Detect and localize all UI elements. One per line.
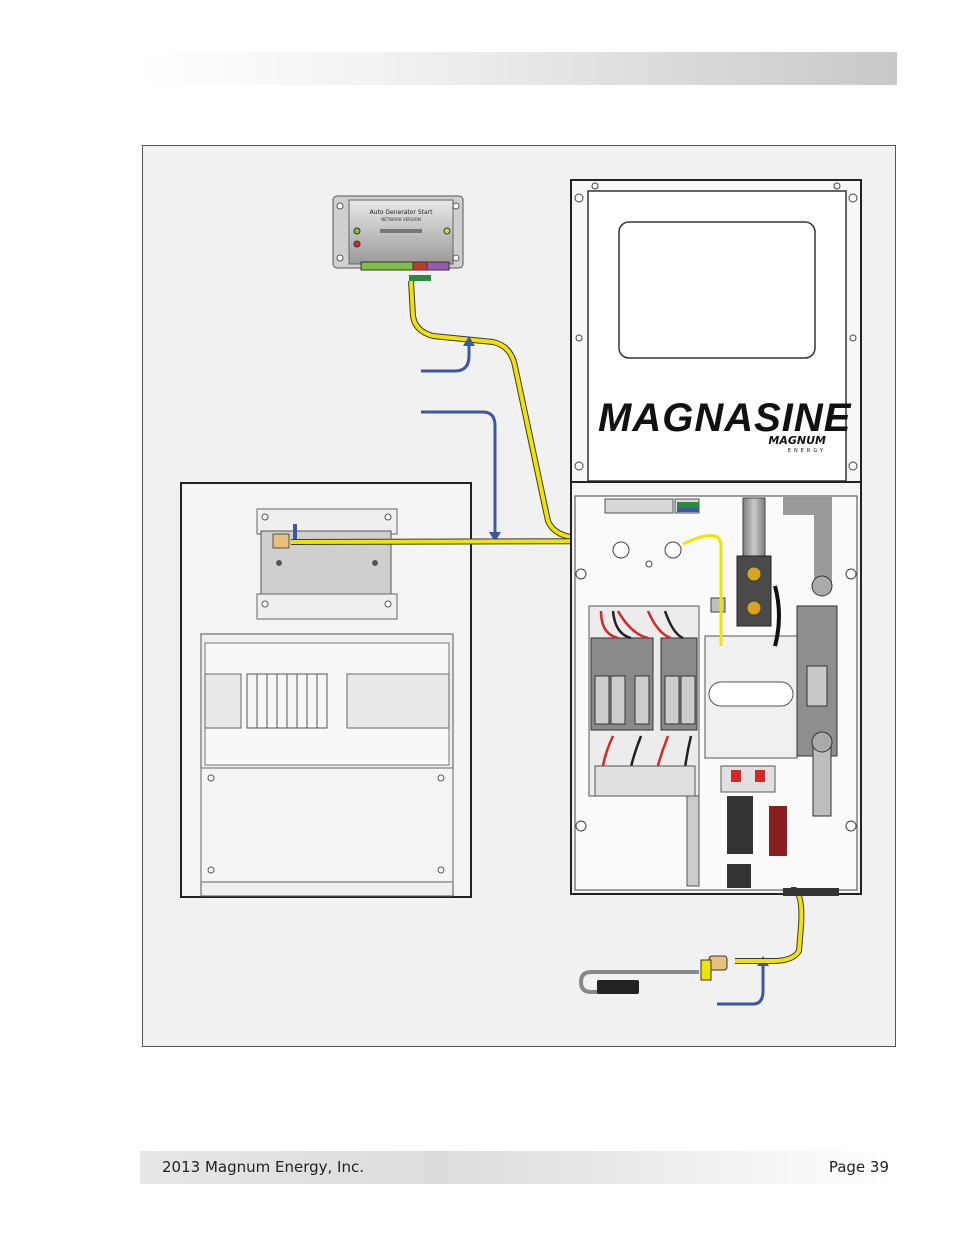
ags-module: Auto Generator Start NETWORK VERSION [332, 195, 464, 281]
footer-bar: 2013 Magnum Energy, Inc. Page 39 [140, 1151, 897, 1184]
footer-copyright: 2013 Magnum Energy, Inc. [162, 1158, 364, 1176]
inverter-brand: MAGNASINE [598, 396, 852, 440]
temperature-sensor [578, 955, 728, 994]
inverter-maker-sub: ENERGY [788, 448, 826, 454]
ags-title: Auto Generator Start [370, 209, 434, 216]
inverter-maker: MAGNUM [768, 434, 826, 447]
wiring-diagram: Auto Generator Start NETWORK VERSION [180, 179, 862, 1006]
wiring-box [570, 481, 862, 895]
callout-arrows [421, 344, 765, 1006]
cable-grommet [783, 888, 839, 896]
wiring-diagram-figure: Auto Generator Start NETWORK VERSION [142, 145, 896, 1047]
inverter: MAGNASINE MAGNUM ENERGY [570, 179, 862, 483]
ags-subtitle: NETWORK VERSION [381, 217, 421, 222]
header-bar [140, 52, 897, 85]
page-number: Page 39 [828, 1158, 889, 1176]
load-panel [180, 482, 472, 898]
